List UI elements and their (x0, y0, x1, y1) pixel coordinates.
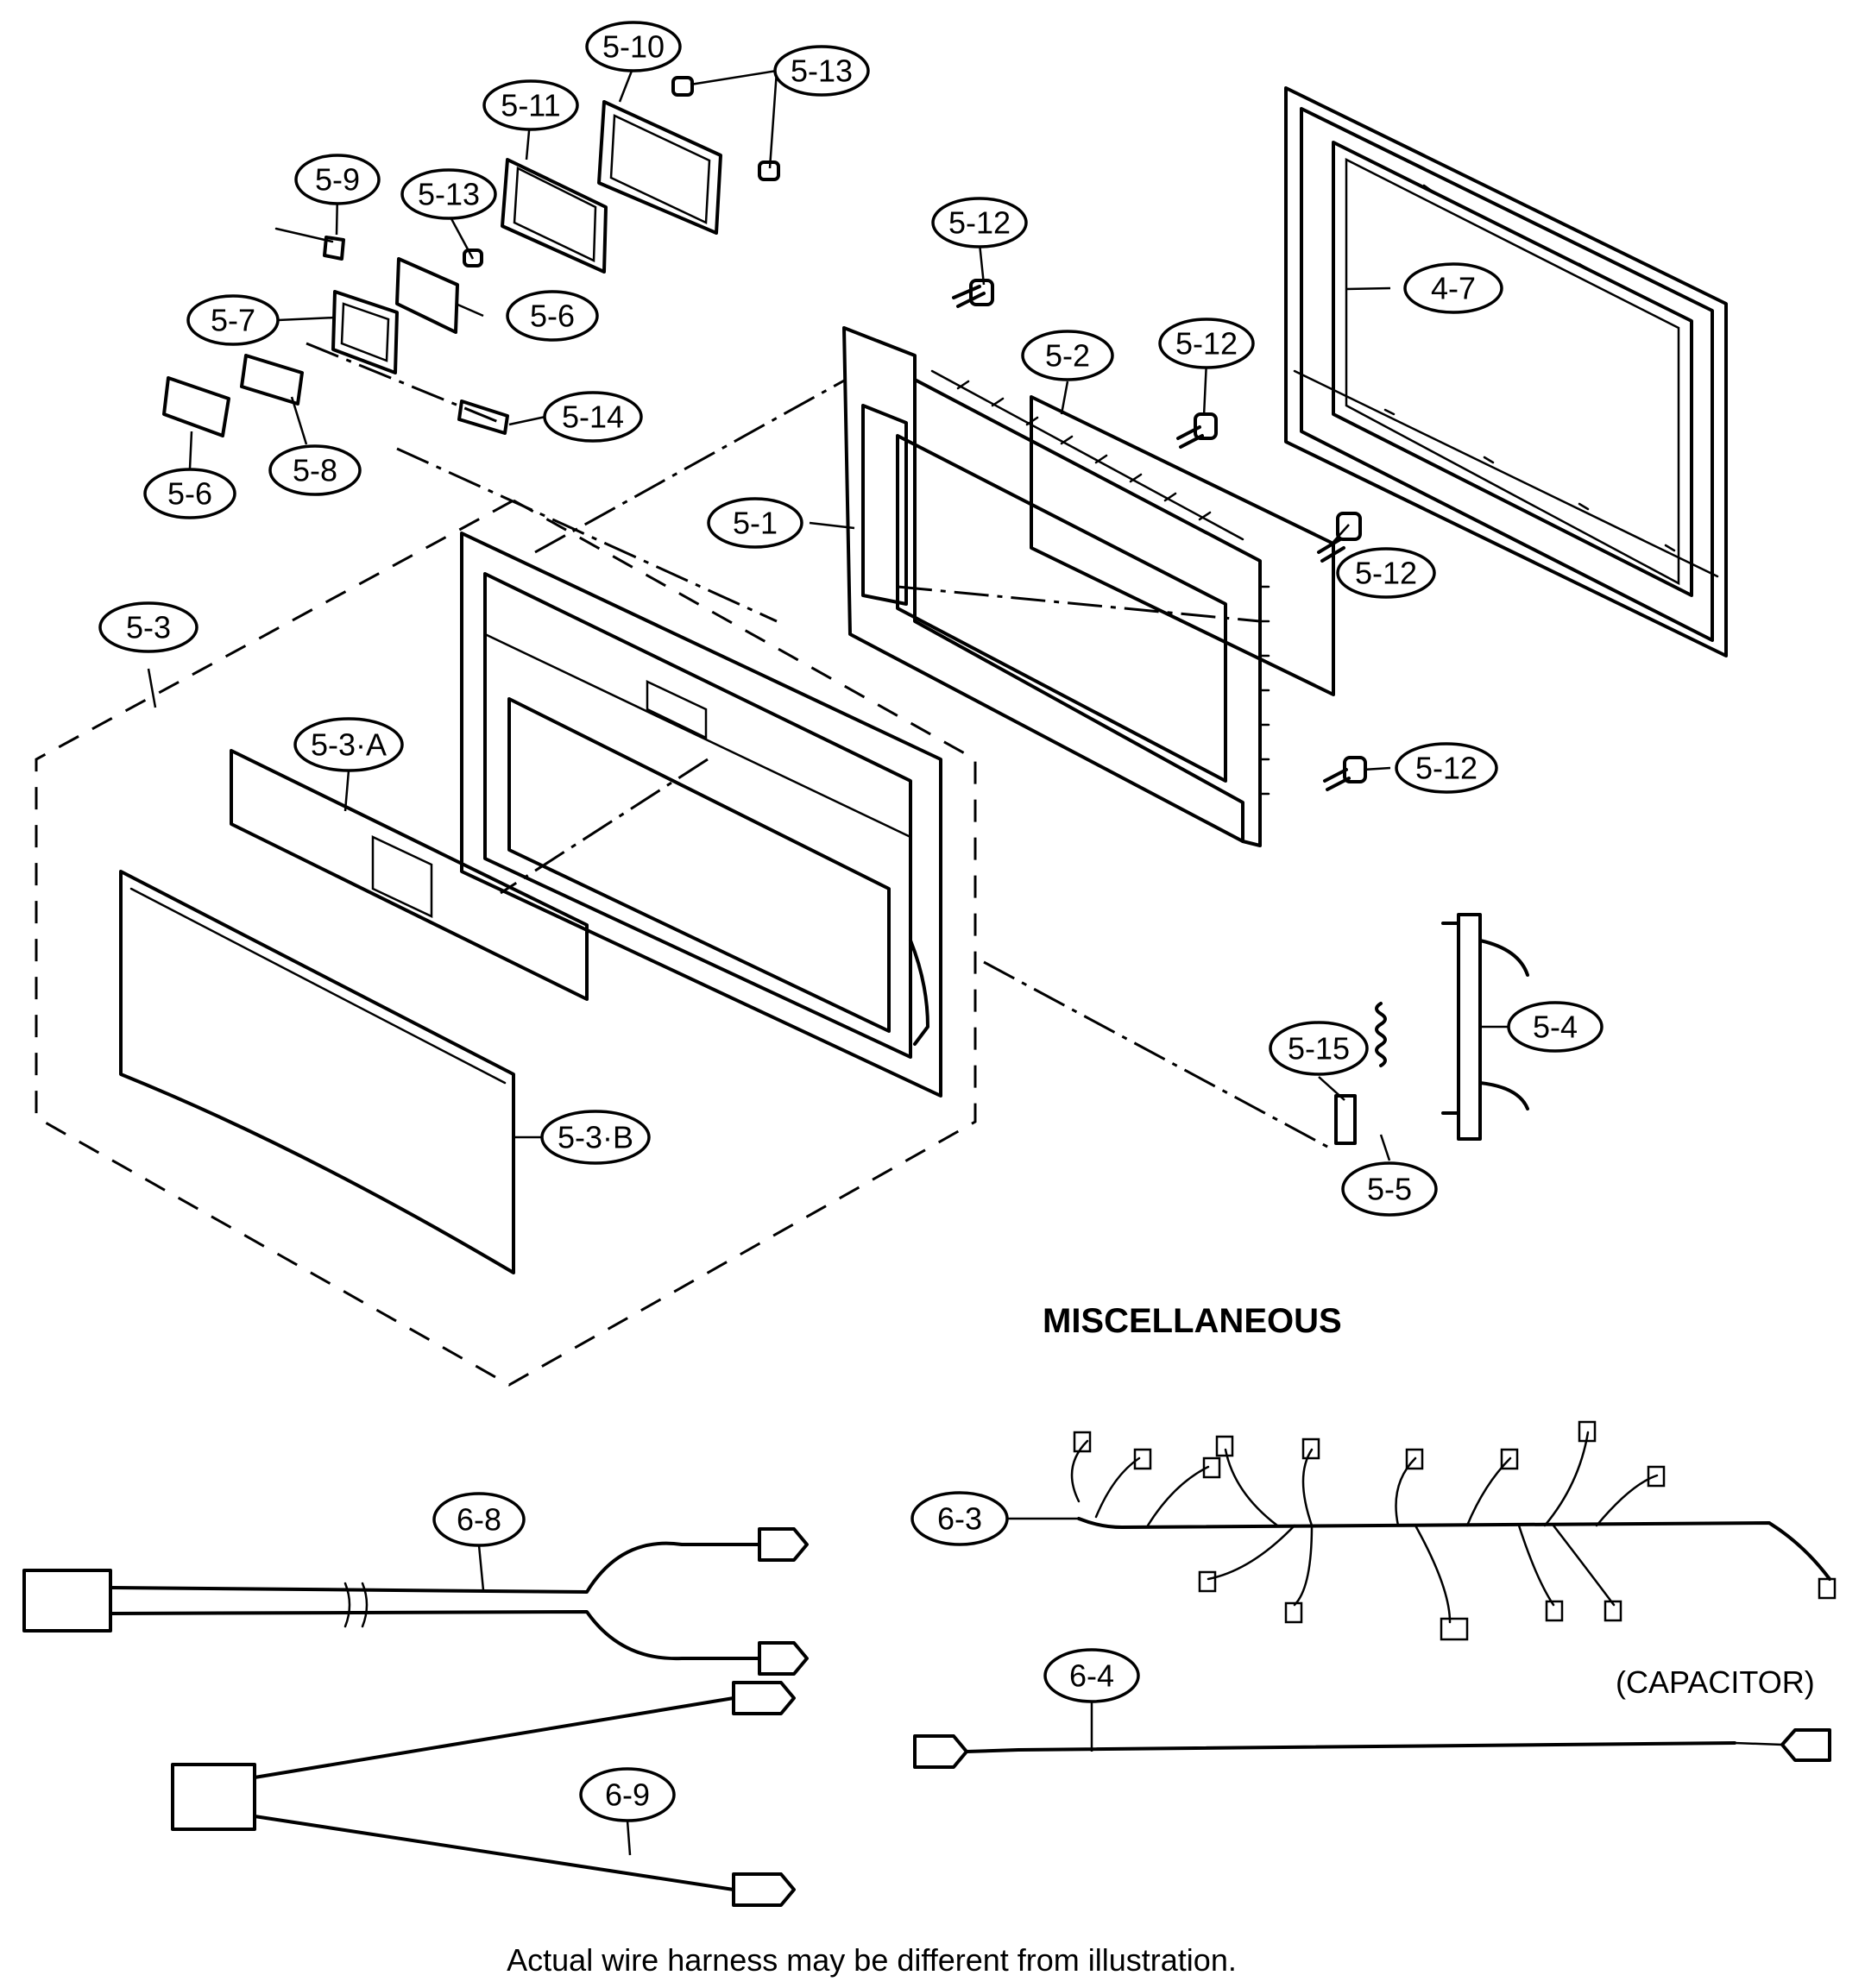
latch-lever-5-4 (1441, 913, 1529, 1141)
section-title: MISCELLANEOUS (1043, 1302, 1342, 1340)
latch-cover-5-10 (597, 100, 722, 235)
door-decal-5-3a (230, 749, 589, 1001)
callout-6-4: 6-4 (1043, 1648, 1140, 1703)
thermistor-5-9 (274, 227, 345, 261)
callout-6-9: 6-9 (579, 1767, 676, 1822)
latch-head-5-7 (331, 290, 399, 374)
callout-label: 6-3 (937, 1501, 982, 1537)
callout-label: 5-14 (562, 399, 624, 435)
callout-5-6-lower: 5-6 (143, 468, 236, 519)
screw-5-12-right (1317, 512, 1362, 563)
callout-label: 6-8 (457, 1502, 501, 1538)
callout-5-3: 5-3 (98, 601, 198, 653)
door-frame-5-1 (842, 326, 1270, 847)
callout-5-9: 5-9 (294, 154, 381, 205)
callout-label: 5-6 (530, 299, 575, 334)
callout-5-13-top: 5-13 (773, 45, 870, 97)
callout-5-13-mid: 5-13 (400, 168, 497, 220)
callout-label: 5-12 (1415, 751, 1478, 786)
callout-label: 5-15 (1288, 1031, 1350, 1066)
callout-label: 5-9 (315, 162, 360, 198)
callout-label: 5-12 (948, 205, 1011, 241)
latch-plate-5-6-lower (162, 376, 230, 437)
callout-5-3a: 5-3·A (293, 717, 404, 772)
screw-5-12-low (1323, 756, 1367, 791)
callout-5-1: 5-1 (707, 497, 803, 549)
callout-label: 6-4 (1069, 1658, 1114, 1694)
callout-4-7: 4-7 (1403, 262, 1503, 314)
callout-label: 5-5 (1367, 1172, 1412, 1207)
latch-spring-5-5 (1375, 1002, 1387, 1067)
callout-5-11: 5-11 (482, 79, 579, 131)
wire-harness-6-9 (171, 1681, 796, 1907)
callout-label: 5-6 (167, 476, 212, 512)
callout-label: 6-9 (605, 1777, 650, 1813)
callout-label: 5-3·A (311, 727, 387, 763)
choke-cover-5-11 (501, 158, 608, 274)
callout-label: 5-13 (791, 53, 853, 89)
latch-stopper-5-15 (1334, 1094, 1357, 1145)
wire-harness-6-3 (1070, 1420, 1837, 1641)
callout-label: 4-7 (1431, 271, 1476, 306)
latch-plate-5-6-upper (395, 248, 483, 334)
callout-label: 5-3 (126, 610, 171, 645)
callout-label: 5-10 (602, 29, 665, 65)
callout-5-15: 5-15 (1269, 1021, 1369, 1076)
callout-5-5: 5-5 (1341, 1161, 1438, 1217)
callout-6-8: 6-8 (432, 1492, 526, 1547)
door-screen-5-2 (1030, 395, 1335, 696)
wire-harness-6-8 (22, 1527, 809, 1676)
callout-label: 5-7 (211, 303, 255, 338)
callout-label: 5-13 (418, 177, 480, 212)
callout-label: 5-4 (1533, 1010, 1578, 1045)
callout-label: 5-11 (501, 88, 560, 123)
callout-label: 5-1 (733, 506, 778, 541)
callout-6-3: 6-3 (910, 1491, 1009, 1546)
callout-5-3b: 5-3·B (540, 1110, 651, 1165)
callout-5-12-right: 5-12 (1336, 547, 1436, 599)
callout-5-4: 5-4 (1507, 1001, 1604, 1053)
callout-label: 5-12 (1175, 326, 1238, 362)
callout-5-12-low: 5-12 (1395, 742, 1498, 794)
callout-5-12-top: 5-12 (931, 197, 1028, 248)
footnote: Actual wire harness may be different fro… (507, 1942, 1237, 1978)
callout-5-14: 5-14 (543, 391, 643, 443)
door-choke-frame-4-7 (1284, 86, 1728, 657)
capacitor-label: (CAPACITOR) (1616, 1664, 1815, 1700)
callout-label: 5-8 (293, 453, 337, 488)
callout-5-7: 5-7 (186, 294, 280, 346)
screw-5-13-top (671, 76, 780, 181)
screw-5-12-top (952, 279, 994, 308)
door-front-panel-5-3b (119, 870, 515, 1274)
latch-spring-5-8 (240, 354, 304, 406)
door-panel-outline-5-3 (35, 499, 977, 1387)
callout-label: 5-2 (1045, 338, 1090, 374)
callout-label: 5-3·B (558, 1120, 633, 1155)
callout-5-6-upper: 5-6 (506, 290, 599, 342)
callout-5-2: 5-2 (1021, 330, 1114, 381)
screw-5-12-mid (1176, 412, 1218, 449)
callout-5-12-mid: 5-12 (1158, 318, 1255, 369)
assembly-lines (306, 342, 1330, 1149)
leader-lines (147, 66, 1508, 1856)
callout-5-8: 5-8 (268, 444, 362, 496)
callout-5-10: 5-10 (585, 21, 682, 72)
latch-clip-5-14 (457, 399, 509, 435)
capacitor-wire-6-4 (913, 1728, 1831, 1769)
door-front-frame (460, 532, 942, 1098)
callout-label: 5-12 (1355, 556, 1417, 591)
